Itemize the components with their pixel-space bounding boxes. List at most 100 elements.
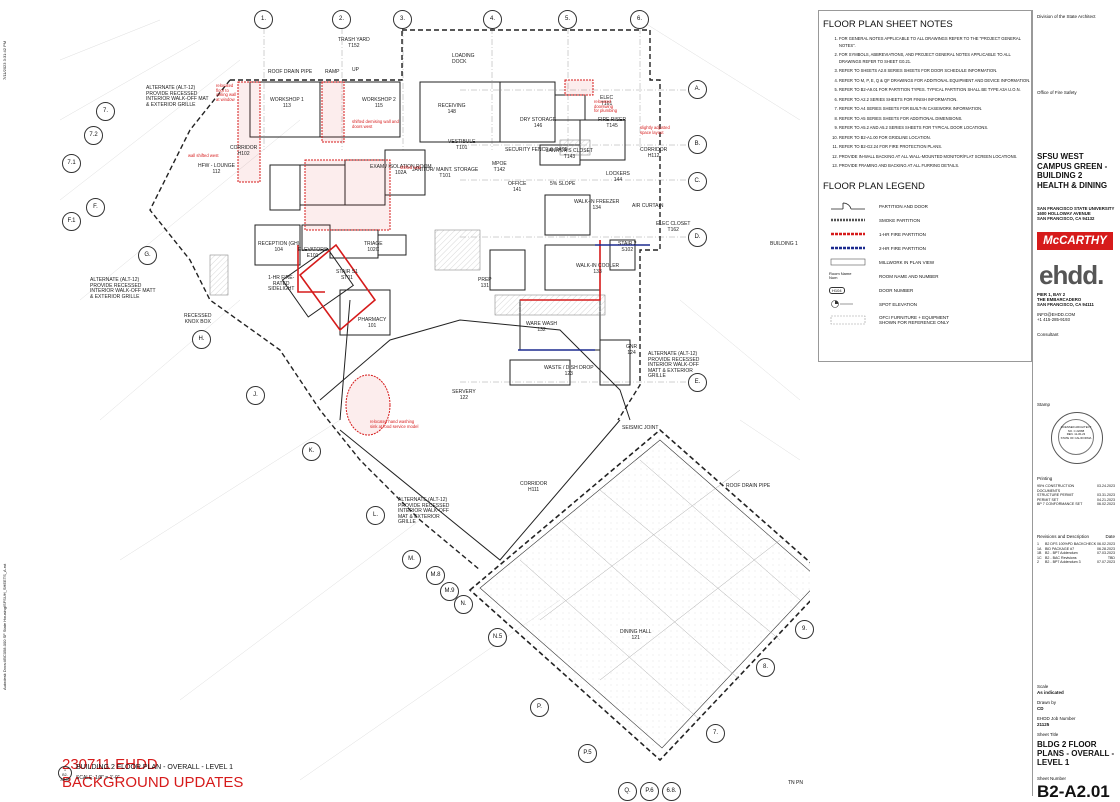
callout: 1-HR FIRE- RATED SIDELIGHT — [268, 275, 295, 292]
grid-bubble: 7.1 — [62, 154, 81, 173]
markup-note: slightly adjusted space layout — [640, 125, 670, 135]
printing-desc: PERMIT SET — [1037, 497, 1059, 502]
callout: ALTERNATE (ALT-12) PROVIDE RECESSED INTE… — [648, 351, 700, 379]
grid-bubble: 1. — [254, 10, 273, 29]
note-item: REFER TO A5.2 AND A5.2 SERIES SHEETS FOR… — [839, 125, 1031, 132]
sheet-number: B2-A2.01 — [1037, 782, 1110, 801]
grid-bubble: F.1 — [62, 212, 81, 231]
note-item: REFER TO B2-A1.00 FOR GRIDLINE LOCATION. — [839, 135, 1031, 142]
revision-desc: BID PACKAGE #7 — [1045, 546, 1075, 551]
revision-desc: B2 - BP7 Addendum — [1045, 551, 1078, 556]
legend-label: ROOM NAME AND NUMBER — [879, 273, 939, 279]
markup-note: wall shifted west — [188, 153, 219, 158]
legend-label: 1-HR FIRE PARTITION — [879, 231, 926, 237]
note-item: REFER TO A5 SERIES SHEETS FOR ADDITIONAL… — [839, 116, 1031, 123]
grid-bubble: 7. — [96, 102, 115, 121]
client-address: SAN FRANCISCO STATE UNIVERSITY 1600 HOLL… — [1037, 206, 1115, 221]
legend-label: SPOT ELEVATION — [879, 301, 918, 307]
plan-reference-bubble: 1 B2-A2.01 — [58, 766, 72, 782]
fire-partition-2hr-symbol — [831, 246, 865, 250]
legend-item: OFCI FURNITURE + EQUIPMENT SHOWN FOR REF… — [829, 311, 1027, 329]
sheet-notes-list: FOR GENERAL NOTES APPLICABLE TO ALL DRAW… — [819, 36, 1031, 170]
smoke-partition-symbol — [831, 218, 865, 222]
legend-label: MILLWORK IN PLAN VIEW — [879, 259, 935, 265]
printing-date: 03.24.2023 — [1097, 484, 1115, 488]
legend-label: DOOR NUMBER — [879, 287, 914, 293]
room-tag-symbol: Room Name Num — [829, 270, 852, 280]
floor-plan-drawing — [59, 19, 810, 781]
grid-bubble: P.6 — [640, 782, 659, 801]
room-tag: SECURITY FENCE & GATE — [505, 147, 568, 153]
scale-block: Scale As indicated Drawn by CD EHDD Job … — [1037, 684, 1076, 738]
legend-label: 2-HR FIRE PARTITION — [879, 245, 926, 251]
grid-bubble: B. — [688, 135, 707, 154]
revision-no: 1A — [1037, 546, 1042, 551]
partition-symbol — [831, 202, 865, 210]
sheet-notes-panel: FLOOR PLAN SHEET NOTES FOR GENERAL NOTES… — [818, 10, 1032, 362]
callout: LOADING DOCK — [452, 53, 475, 65]
markup-note: relocated floor to ceiling wall at windo… — [216, 83, 237, 102]
ofci-symbol — [830, 315, 866, 325]
callout: ALTERNATE (ALT-12) PROVIDE RECESSED INTE… — [90, 277, 156, 300]
grid-bubble: N.5 — [488, 628, 507, 647]
legend-item: SMOKE PARTITION — [829, 213, 1027, 227]
rated-partitions — [297, 240, 650, 351]
markup-note: relocated doorswing for plumbing — [594, 99, 618, 114]
legend-item: 1-HR FIRE PARTITION — [829, 227, 1027, 241]
grid-bubble: H. — [192, 330, 211, 349]
sheet-notes-title: FLOOR PLAN SHEET NOTES — [823, 19, 953, 30]
building-outline — [149, 29, 661, 571]
architect-logo: ehdd. — [1039, 260, 1104, 290]
revision-date: 07.03.2023 — [1097, 551, 1115, 556]
printing-date: 03.31.2023 — [1097, 493, 1115, 498]
callout: RECESSED KNOX BOX — [184, 313, 212, 325]
site-context — [59, 19, 801, 781]
printing-label: Printing — [1037, 476, 1053, 481]
grid-bubble: 7.2 — [84, 126, 103, 145]
seal-text: LICENSED ARCHITECT NO. C 22088 REN. 11-3… — [1058, 419, 1094, 455]
revision-no: 1C — [1037, 555, 1042, 560]
scale-label: Scale — [1037, 684, 1049, 689]
fire-partition-1hr-symbol — [831, 232, 865, 236]
legend-label: SMOKE PARTITION — [879, 217, 921, 223]
markup-note: relocated hand washing sink at food serv… — [370, 419, 419, 429]
grid-bubble: 3. — [393, 10, 412, 29]
callout: BUILDING 1 — [770, 241, 798, 247]
markup-note: shifted demising wall and doors west — [352, 119, 399, 129]
revisions-label: Revisions and Description — [1037, 534, 1090, 539]
note-item: REFER TO SHEETS A2.8 SERIES SHEETS FOR D… — [839, 68, 1031, 75]
printing-desc: BP 7 CONFORMANCE SET — [1037, 502, 1083, 507]
consultant-label: Consultant — [1037, 332, 1059, 337]
note-item: PROVIDE IN-WALL BACKING AT ALL WALL-MOUN… — [839, 154, 1031, 161]
floor-plan: 1. 2. 3. 4. 5. 6. A. B. C. D. E. 7.2 7. … — [40, 0, 814, 801]
legend-label: PARTITION AND DOOR — [879, 203, 928, 209]
grid-bubble: D. — [688, 228, 707, 247]
revision-desc: B2 - BAC Revisions — [1045, 555, 1077, 560]
plan-scale: SCALE: 1/8" = 1'-0" — [76, 775, 120, 781]
revision-no: 2 — [1037, 560, 1039, 565]
servery-walls — [319, 299, 631, 561]
callout: 5% SLOPE — [550, 181, 576, 187]
scale-value: As indicated — [1037, 690, 1064, 695]
legend-item: SPOT ELEVATION — [829, 297, 1027, 311]
